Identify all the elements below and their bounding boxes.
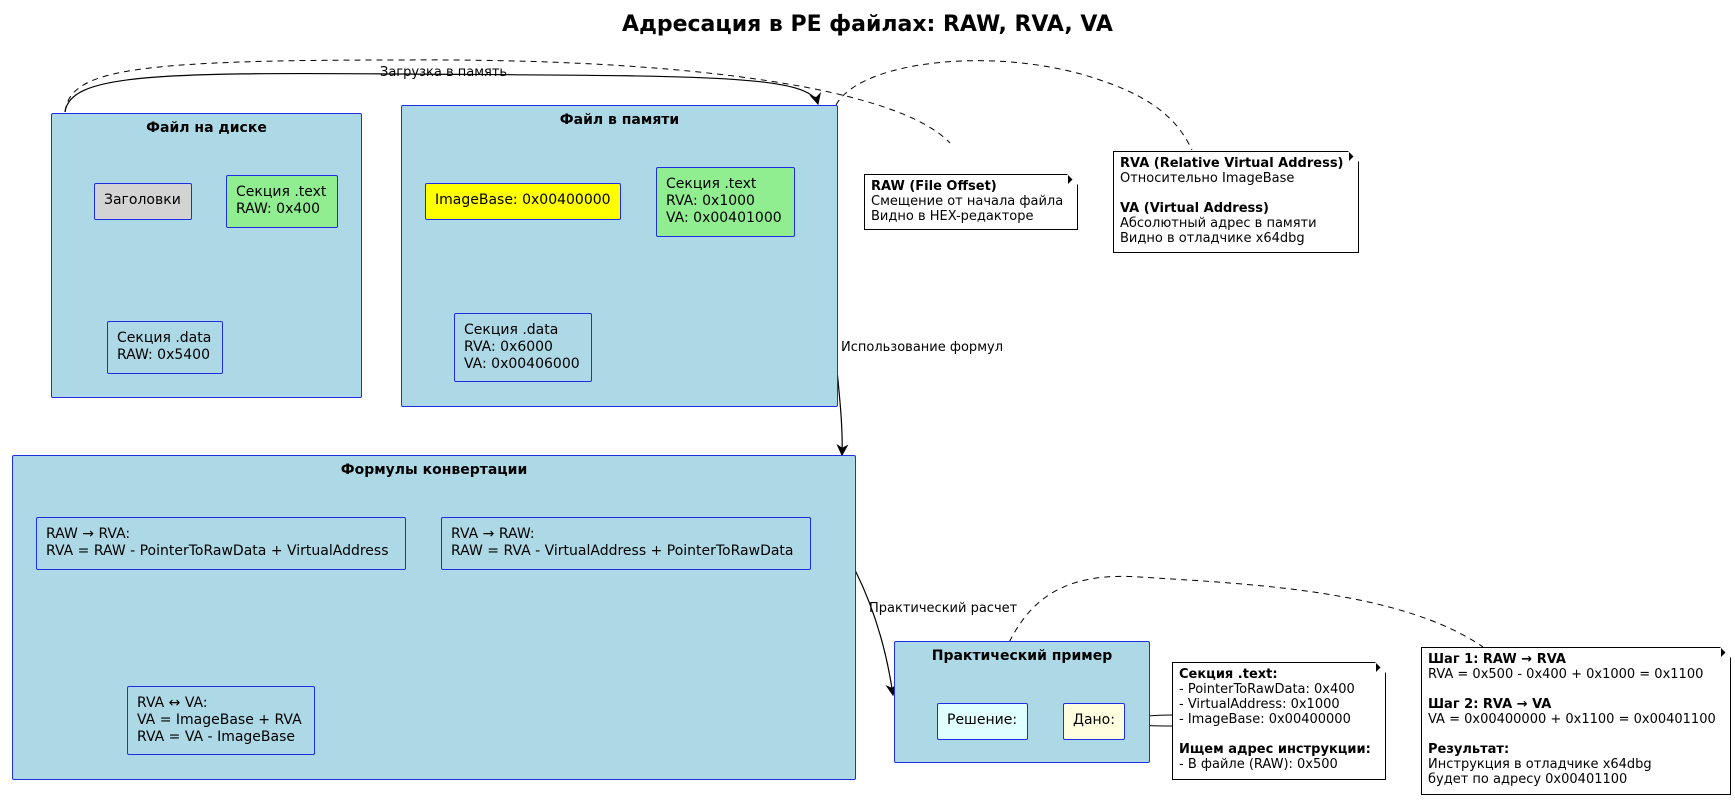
solution-label: Решение: [947, 712, 1018, 728]
component-rva-va: RVA ↔ VA: VA = ImageBase + RVA RVA = VA … [127, 686, 315, 755]
edge-label-practical: Практический расчет [869, 601, 1018, 616]
note-va-heading: VA (Virtual Address) [1120, 201, 1269, 216]
component-memory-data-section: Секция .data RVA: 0x6000 VA: 0x00406000 [454, 313, 592, 382]
component-solution: Решение: [937, 703, 1028, 740]
package-disk-title: Файл на диске [146, 120, 267, 136]
edge-practical [854, 569, 898, 697]
mem-text-line-2: RVA: 0x1000 [666, 193, 755, 209]
raw-to-rva-line-1: RAW → RVA: [46, 526, 131, 542]
note-solution: Шаг 1: RAW → RVA RVA = 0x500 - 0x400 + 0… [1421, 647, 1731, 795]
component-rva-to-raw: RVA → RAW: RAW = RVA - VirtualAddress + … [441, 517, 811, 570]
package-example-title: Практический пример [931, 648, 1113, 664]
component-disk-text-section: Секция .text RAW: 0x400 [226, 175, 338, 228]
note-step1-line: RVA = 0x500 - 0x400 + 0x1000 = 0x1100 [1428, 667, 1704, 682]
disk-text-line-2: RAW: 0x400 [236, 201, 321, 217]
rva-va-line-2: VA = ImageBase + RVA [137, 712, 302, 728]
note-step2-heading: Шаг 2: RVA → VA [1428, 697, 1552, 712]
disk-text-line-1: Секция .text [236, 184, 327, 200]
disk-data-line-1: Секция .data [117, 330, 212, 346]
package-memory-title: Файл в памяти [559, 112, 680, 128]
note-step2-line: VA = 0x00400000 + 0x1100 = 0x00401100 [1428, 712, 1716, 727]
note-rva-heading: RVA (Relative Virtual Address) [1120, 156, 1344, 171]
note-given-line-1: - PointerToRawData: 0x400 [1179, 682, 1355, 697]
headers-label: Заголовки [104, 192, 181, 208]
note-rva-va: RVA (Relative Virtual Address) Относител… [1113, 151, 1359, 253]
mem-data-line-2: RVA: 0x6000 [464, 339, 553, 355]
note-result-heading: Результат: [1428, 742, 1510, 757]
note-result-line-2: будет по адресу 0x00401100 [1428, 772, 1628, 787]
rva-to-raw-line-2: RAW = RVA - VirtualAddress + PointerToRa… [451, 543, 794, 559]
note-given-heading-2: Ищем адрес инструкции: [1179, 742, 1371, 757]
component-imagebase: ImageBase: 0x00400000 [425, 183, 621, 220]
note-va-line-1: Абсолютный адрес в памяти [1120, 216, 1317, 231]
component-raw-to-rva: RAW → RVA: RVA = RAW - PointerToRawData … [36, 517, 406, 570]
component-memory-text-section: Секция .text RVA: 0x1000 VA: 0x00401000 [656, 167, 795, 237]
given-label: Дано: [1073, 712, 1115, 728]
mem-text-line-1: Секция .text [666, 176, 757, 192]
mem-text-line-3: VA: 0x00401000 [666, 210, 782, 226]
component-disk-data-section: Секция .data RAW: 0x5400 [107, 321, 223, 374]
raw-to-rva-line-2: RVA = RAW - PointerToRawData + VirtualAd… [46, 543, 389, 559]
rva-va-line-3: RVA = VA - ImageBase [137, 729, 295, 745]
component-headers: Заголовки [94, 183, 192, 220]
component-given: Дано: [1063, 703, 1125, 740]
imagebase-label: ImageBase: 0x00400000 [435, 192, 611, 208]
edge-load [64, 72, 821, 113]
note-raw-line-2: Видно в HEX-редакторе [871, 209, 1034, 224]
rva-to-raw-line-1: RVA → RAW: [451, 526, 535, 542]
edge-label-load: Загрузка в память [380, 65, 508, 80]
note-step1-heading: Шаг 1: RAW → RVA [1428, 652, 1566, 667]
mem-data-line-3: VA: 0x00406000 [464, 356, 580, 372]
diagram-title: Адресация в PE файлах: RAW, RVA, VA [622, 12, 1113, 37]
note-result-line-1: Инструкция в отладчике x64dbg [1428, 757, 1652, 772]
note-raw-heading: RAW (File Offset) [871, 179, 997, 194]
note-link-raw [64, 59, 951, 144]
note-given-line-2: - VirtualAddress: 0x1000 [1179, 697, 1340, 712]
note-given-line-4: - В файле (RAW): 0x500 [1179, 757, 1338, 772]
note-given-line-3: - ImageBase: 0x00400000 [1179, 712, 1351, 727]
note-rva-line-1: Относительно ImageBase [1120, 171, 1295, 186]
note-given: Секция .text: - PointerToRawData: 0x400 … [1172, 662, 1386, 780]
note-given-heading-1: Секция .text: [1179, 667, 1278, 682]
note-va-line-2: Видно в отладчике x64dbg [1120, 231, 1305, 246]
rva-va-line-1: RVA ↔ VA: [137, 695, 208, 711]
note-link-solution [986, 575, 1484, 705]
edge-label-formulas: Использование формул [841, 340, 1003, 355]
package-formulas-title: Формулы конвертации [340, 462, 528, 478]
mem-data-line-1: Секция .data [464, 322, 559, 338]
note-raw-line-1: Смещение от начала файла [871, 194, 1064, 209]
note-link-rva [835, 60, 1193, 151]
note-raw: RAW (File Offset) Смещение от начала фай… [864, 174, 1078, 230]
disk-data-line-2: RAW: 0x5400 [117, 347, 210, 363]
package-example: Практический пример [894, 641, 1150, 763]
